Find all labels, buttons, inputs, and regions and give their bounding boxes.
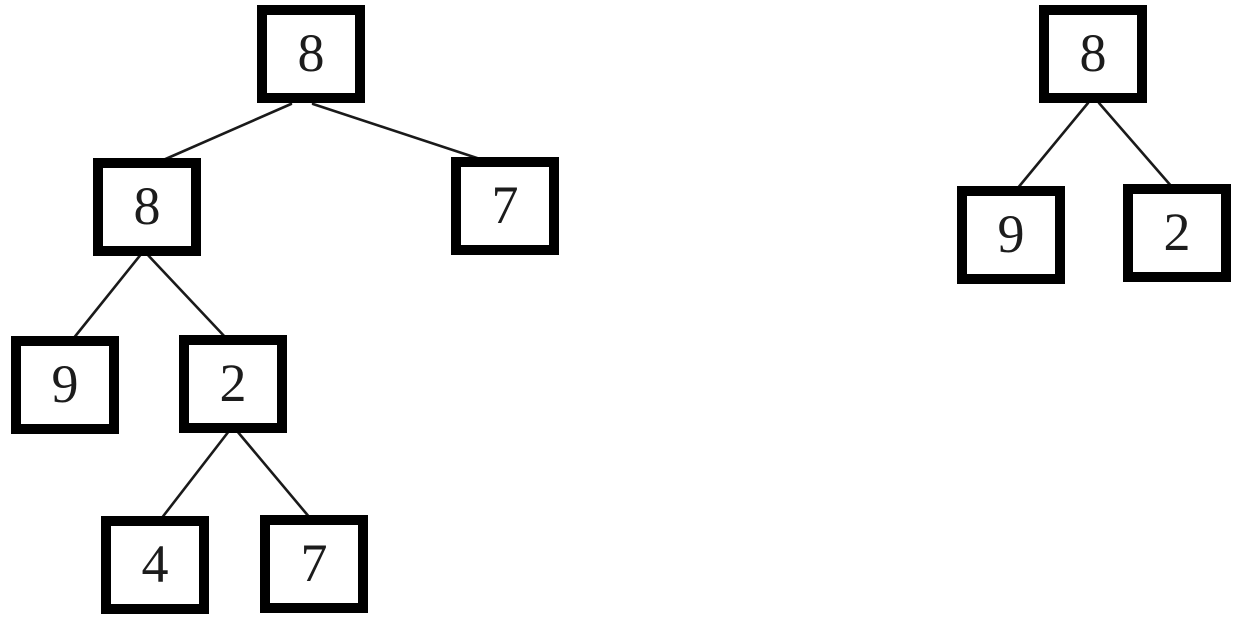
node-value: 8 — [1079, 23, 1107, 83]
t1-node-root: 8 — [257, 5, 365, 103]
t1-node-left-right-right: 7 — [260, 515, 368, 613]
edge-t1-leftright-to-7 — [235, 429, 312, 520]
t1-node-left-left: 9 — [11, 336, 119, 434]
t1-node-left-right: 2 — [179, 335, 287, 433]
node-value: 8 — [133, 176, 161, 236]
node-value: 2 — [219, 353, 247, 413]
node-value: 2 — [1163, 202, 1191, 262]
edge-t1-root-to-left — [159, 102, 293, 163]
t2-node-right: 2 — [1123, 184, 1231, 282]
node-value: 8 — [297, 23, 325, 83]
t1-node-right: 7 — [451, 157, 559, 255]
edge-t2-root-to-right — [1097, 101, 1174, 189]
edge-t1-left-to-leftleft — [71, 251, 144, 341]
node-value: 9 — [51, 354, 79, 414]
node-value: 7 — [491, 175, 519, 235]
edge-t1-left-to-leftright — [144, 251, 228, 340]
edge-t1-root-to-right — [311, 102, 485, 162]
t1-node-left-right-left: 4 — [101, 516, 209, 614]
node-value: 4 — [141, 534, 169, 594]
node-value: 7 — [300, 533, 328, 593]
node-value: 9 — [997, 204, 1025, 264]
t2-node-root: 8 — [1039, 5, 1147, 103]
t2-node-left: 9 — [957, 186, 1065, 284]
edge-t1-leftright-to-4 — [159, 429, 231, 521]
t1-node-left: 8 — [93, 158, 201, 256]
edge-t2-root-to-left — [1015, 101, 1090, 191]
